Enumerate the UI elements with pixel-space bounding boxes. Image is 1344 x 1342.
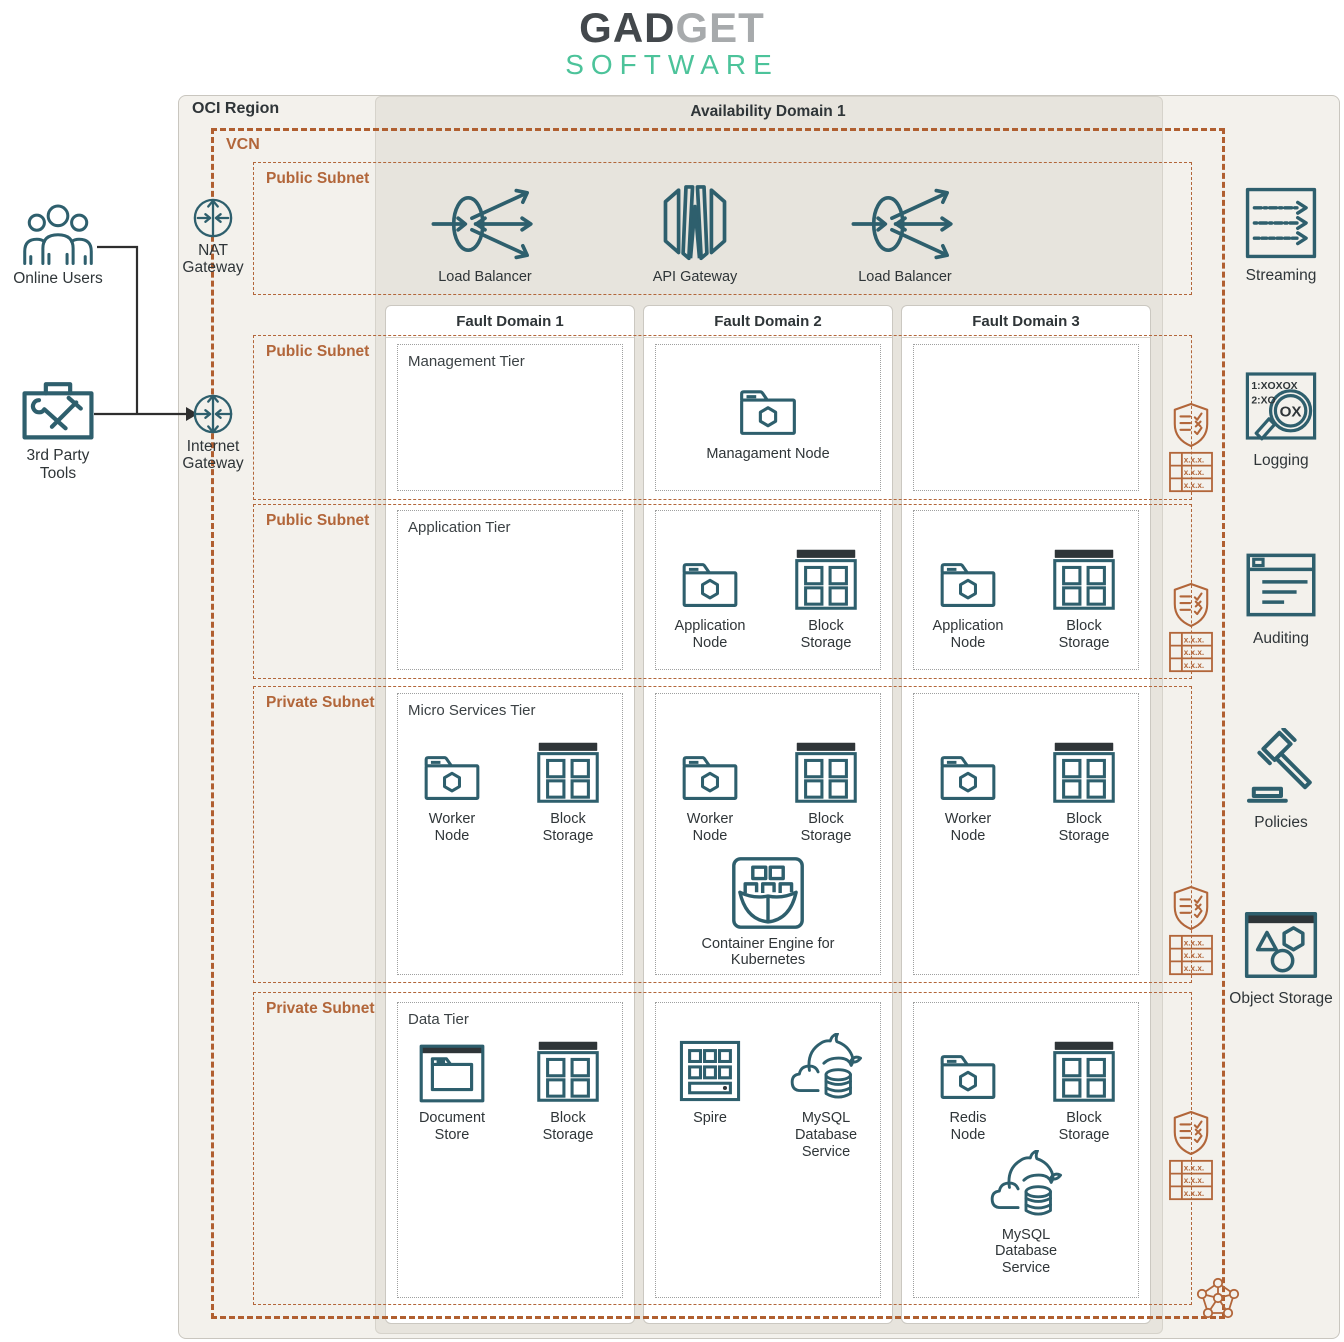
tier-management-fd1: Management Tier: [397, 344, 623, 491]
tier-application-fd1: Application Tier: [397, 510, 623, 670]
network-molecule-icon: [1196, 1276, 1240, 1322]
fault-domain-1-header: Fault Domain 1: [386, 306, 634, 338]
logo-subtitle: SOFTWARE: [565, 49, 779, 81]
api-gateway: API Gateway: [647, 182, 743, 286]
svg-text:x.x.x.: x.x.x.: [1184, 964, 1205, 973]
fault-domain-2-header: Fault Domain 2: [644, 306, 892, 338]
object-storage-icon: [1242, 906, 1320, 984]
vcn-boundary: [211, 128, 1225, 1319]
service-auditing: Auditing: [1196, 546, 1344, 648]
route-table-icon: x.x.x. x.x.x. x.x.x.: [1168, 631, 1214, 673]
block-storage: Block Storage: [515, 1033, 621, 1144]
logo-part-dark: GAD: [579, 4, 676, 51]
svg-text:x.x.x.: x.x.x.: [1184, 468, 1205, 477]
service-object-storage: Object Storage: [1196, 906, 1344, 1008]
service-streaming: Streaming: [1196, 185, 1344, 285]
micro-services-tier-label: Micro Services Tier: [408, 702, 536, 719]
application-tier-label: Application Tier: [408, 519, 511, 536]
route-table-icon: x.x.x. x.x.x. x.x.x.: [1168, 451, 1214, 493]
block-storage: Block Storage: [1031, 734, 1137, 845]
spire-node: Spire: [657, 1033, 763, 1160]
svg-text:x.x.x.: x.x.x.: [1184, 1176, 1205, 1185]
tier-management-fd3: [913, 344, 1139, 491]
svg-text:1:XOXOX: 1:XOXOX: [1251, 381, 1297, 392]
fault-domain-3-column: Fault Domain 3: [901, 305, 1151, 1324]
worker-node: Worker Node: [657, 734, 763, 845]
tier-micro-fd2: Worker Node Block Storage Container Engi…: [655, 693, 881, 975]
service-logging: 1:XOXOX 2:XO OX Logging: [1196, 366, 1344, 470]
nat-gateway-label: NAT Gateway: [182, 242, 244, 277]
security-list-group: x.x.x. x.x.x. x.x.x.: [1166, 582, 1216, 673]
svg-text:x.x.x.: x.x.x.: [1184, 455, 1205, 464]
security-list-group: x.x.x. x.x.x. x.x.x.: [1166, 885, 1216, 976]
load-balancer-left: Load Balancer: [425, 182, 545, 286]
internet-gateway-label: Internet Gateway: [182, 438, 244, 473]
fault-domain-2-column: Fault Domain 2: [643, 305, 893, 1324]
worker-node: Worker Node: [399, 734, 505, 845]
svg-text:x.x.x.: x.x.x.: [1184, 938, 1205, 947]
mysql-database-service: MySQL Database Service: [961, 1150, 1091, 1277]
nat-gateway-icon: [192, 197, 234, 239]
route-table-icon: x.x.x. x.x.x. x.x.x.: [1168, 1159, 1214, 1201]
streaming-icon: [1243, 185, 1319, 261]
availability-domain-label: Availability Domain 1: [690, 103, 846, 120]
vcn-label: VCN: [226, 136, 260, 153]
block-storage: Block Storage: [1031, 541, 1137, 652]
svg-text:x.x.x.: x.x.x.: [1184, 1189, 1205, 1198]
tier-data-fd2: Spire MySQL Database Service: [655, 1002, 881, 1298]
tier-application-fd3: Application Node Block Storage: [913, 510, 1139, 670]
tier-micro-fd3: Worker Node Block Storage: [913, 693, 1139, 975]
service-policies: Policies: [1196, 728, 1344, 832]
online-users: Online Users: [12, 203, 104, 288]
svg-text:x.x.x.: x.x.x.: [1184, 951, 1205, 960]
tier-data-fd3: Redis Node Block Storage MySQL Database …: [913, 1002, 1139, 1298]
fault-domain-3-header: Fault Domain 3: [902, 306, 1150, 338]
security-list-group: x.x.x. x.x.x. x.x.x.: [1166, 402, 1216, 493]
route-table-icon: x.x.x. x.x.x. x.x.x.: [1168, 934, 1214, 976]
svg-text:x.x.x.: x.x.x.: [1184, 648, 1205, 657]
svg-text:x.x.x.: x.x.x.: [1184, 661, 1205, 670]
tier-data-fd1: Data Tier Document Store Block Storage: [397, 1002, 623, 1298]
application-node: Application Node: [915, 541, 1021, 652]
third-party-tools: 3rd Party Tools: [10, 372, 106, 483]
block-storage: Block Storage: [773, 541, 879, 652]
svg-text:x.x.x.: x.x.x.: [1184, 635, 1205, 644]
logo-part-gray: GET: [675, 4, 765, 51]
block-storage: Block Storage: [773, 734, 879, 845]
svg-text:2:XO: 2:XO: [1251, 396, 1275, 407]
container-engine-kubernetes: Container Engine for Kubernetes: [673, 851, 863, 970]
policies-icon: [1241, 728, 1321, 808]
svg-text:x.x.x.: x.x.x.: [1184, 481, 1205, 490]
logo-wordmark: GADGET: [0, 4, 1344, 51]
svg-text:x.x.x.: x.x.x.: [1184, 1163, 1205, 1172]
management-tier-label: Management Tier: [408, 353, 525, 370]
tier-micro-fd1: Micro Services Tier Worker Node Block St…: [397, 693, 623, 975]
security-list-group: x.x.x. x.x.x. x.x.x.: [1166, 1110, 1216, 1201]
oci-region-label: OCI Region: [192, 100, 280, 117]
load-balancer-right: Load Balancer: [845, 182, 965, 286]
management-node: Managament Node: [688, 379, 848, 463]
internet-gateway-icon: [192, 393, 234, 435]
redis-node: Redis Node: [915, 1033, 1021, 1144]
svg-text:OX: OX: [1280, 403, 1302, 420]
tier-application-fd2: Application Node Block Storage: [655, 510, 881, 670]
application-node: Application Node: [657, 541, 763, 652]
security-list-shield-icon: [1170, 1110, 1212, 1156]
logging-icon: 1:XOXOX 2:XO OX: [1245, 372, 1317, 441]
auditing-icon: [1242, 546, 1320, 624]
tier-management-fd2: Managament Node: [655, 344, 881, 491]
mysql-database-service: MySQL Database Service: [773, 1033, 879, 1160]
fault-domain-1-column: Fault Domain 1: [385, 305, 635, 1324]
data-tier-label: Data Tier: [408, 1011, 469, 1028]
block-storage: Block Storage: [515, 734, 621, 845]
block-storage: Block Storage: [1031, 1033, 1137, 1144]
worker-node: Worker Node: [915, 734, 1021, 845]
company-logo: GADGET SOFTWARE: [0, 4, 1344, 81]
document-store: Document Store: [399, 1033, 505, 1144]
